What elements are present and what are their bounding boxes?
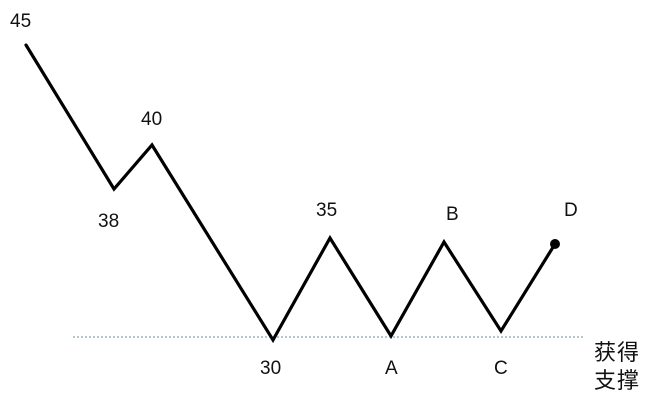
- price-zigzag-line: [24, 43, 557, 344]
- label-35: 35: [316, 200, 338, 221]
- label-b: B: [446, 204, 459, 225]
- label-40: 40: [141, 109, 163, 130]
- label-d: D: [564, 200, 578, 221]
- support-text-line1: 获得: [594, 341, 641, 366]
- label-38: 38: [98, 211, 120, 232]
- label-45: 45: [10, 11, 32, 32]
- endpoint-d-dot: [550, 239, 560, 249]
- support-text-line2: 支撑: [594, 369, 641, 394]
- label-c: C: [494, 358, 508, 379]
- label-a: A: [385, 358, 398, 379]
- label-30: 30: [260, 358, 282, 379]
